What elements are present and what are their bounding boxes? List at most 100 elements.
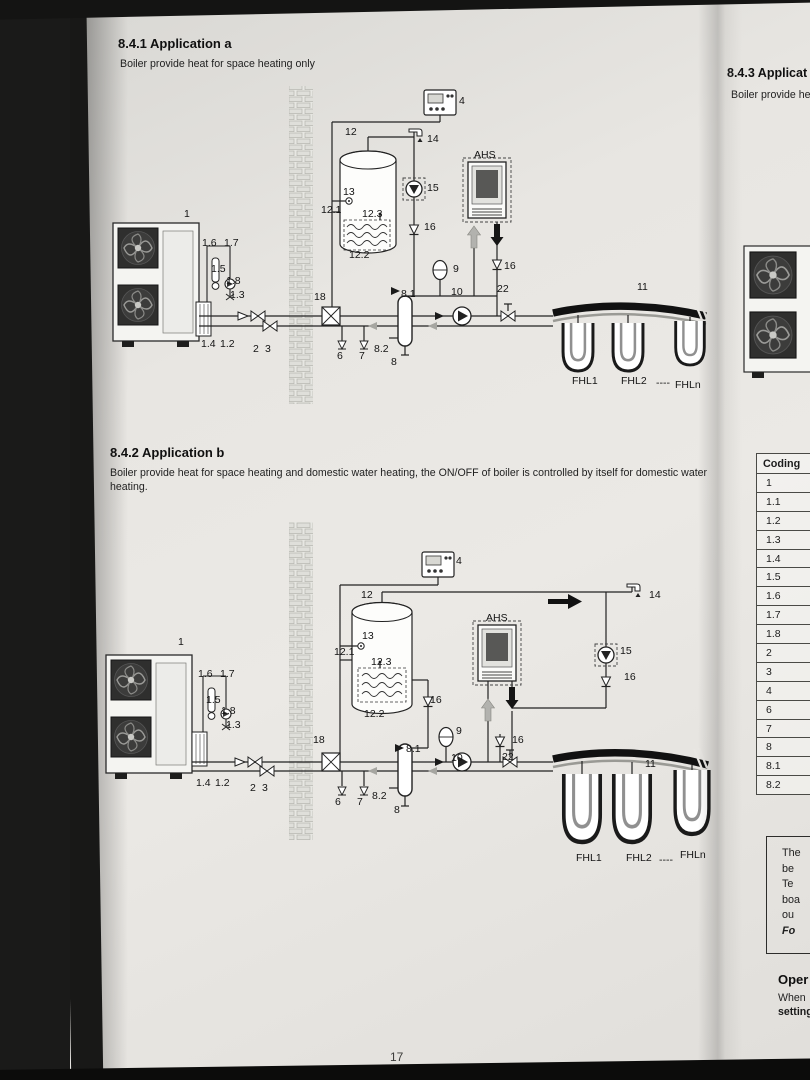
coding-table-cell: 7 xyxy=(756,718,810,739)
brick-wall-a xyxy=(289,86,313,404)
check-valve-16-b xyxy=(422,696,434,708)
hydraulic-separator-8-b xyxy=(397,743,413,797)
flow-arrow-b xyxy=(428,767,437,775)
coding-table-row: 1.6 xyxy=(756,586,810,607)
expansion-vessel-9-b xyxy=(438,726,454,748)
coding-table-cell: 1.7 xyxy=(756,605,810,626)
text-line: be xyxy=(782,862,795,875)
drain-valve-7-b xyxy=(359,786,369,796)
coding-table-cell: 1.3 xyxy=(756,529,810,550)
boiler-ahs-b xyxy=(472,620,522,748)
hydraulic-separator-8-a xyxy=(397,295,413,347)
page-number: 17 xyxy=(390,1050,404,1064)
coding-table-cell: 1.2 xyxy=(756,510,810,531)
flow-arrow-a xyxy=(435,312,444,320)
coding-table-cell: 4 xyxy=(756,680,810,701)
flow-arrow-a xyxy=(368,322,377,330)
pump-15-b xyxy=(597,646,615,664)
heat-pump-unit-a xyxy=(113,223,236,347)
coding-table-cell: 1.5 xyxy=(756,567,810,588)
filter-18-a xyxy=(321,306,341,326)
coding-table-row: 1.1 xyxy=(756,491,810,512)
coding-table-row: 1.3 xyxy=(756,529,810,550)
coding-table-cell: 1 xyxy=(756,473,810,493)
coding-table-cell: 8.1 xyxy=(756,756,810,777)
drain-valve-7-a xyxy=(359,340,369,350)
flow-arrow-a xyxy=(428,322,437,330)
text-line: Te xyxy=(782,878,794,890)
coding-table-cell: 1.8 xyxy=(756,624,810,645)
room-thermostat-b xyxy=(421,551,455,578)
manifold-11-b xyxy=(552,747,709,775)
coding-table-row: 8.2 xyxy=(756,775,810,796)
coding-table-row: 1.2 xyxy=(756,510,810,531)
coding-table-row: 1.8 xyxy=(756,624,810,645)
valve-2-a xyxy=(250,310,266,322)
text-line: Fo xyxy=(782,924,796,937)
brick-wall-b xyxy=(289,522,313,840)
operation-heading: Oper xyxy=(778,972,809,987)
manifold-11-a xyxy=(552,298,709,326)
section-a-heading: 8.4.1 Application a xyxy=(118,36,232,51)
check-valve-16-a xyxy=(408,224,420,236)
text-line: ou xyxy=(782,909,795,921)
coding-table-row: 6 xyxy=(756,699,810,720)
expansion-vessel-9-a xyxy=(432,259,448,281)
fhl-loops-b xyxy=(564,761,709,842)
flow-arrow-dhw-b xyxy=(548,594,582,609)
drain-valve-6-a xyxy=(337,340,347,350)
photo-left-shadow xyxy=(0,0,70,1080)
pump-15-a xyxy=(405,180,423,198)
coding-table-header: Coding xyxy=(756,453,810,474)
coding-table-row: 8.1 xyxy=(756,756,810,777)
operation-text-line: setting xyxy=(778,1006,810,1018)
valve-3-b xyxy=(259,765,275,777)
coding-table-row: 7 xyxy=(756,718,810,739)
coding-table-cell: 2 xyxy=(756,643,810,663)
text-line: boa xyxy=(782,893,801,906)
outdoor-unit-right-page xyxy=(743,245,810,378)
pump-10-b xyxy=(452,752,472,772)
pump-10-a xyxy=(452,306,472,326)
check-valve-16-b xyxy=(600,676,612,688)
text-line: The xyxy=(782,847,801,859)
section-b-heading: 8.4.2 Application b xyxy=(110,445,225,460)
coding-table-cell: 1.1 xyxy=(756,491,810,512)
coding-table-row: 2 xyxy=(756,643,810,663)
flow-switch-1-2-b xyxy=(234,757,247,767)
coding-table-cell: 1.4 xyxy=(756,548,810,569)
coding-table-row: 1.7 xyxy=(756,605,810,626)
section-a-description: Boiler provide heat for space heating on… xyxy=(120,58,315,70)
operation-text-line: When xyxy=(778,992,806,1004)
coding-table-row: 1 xyxy=(756,473,810,493)
application-a-diagram xyxy=(113,86,709,404)
section-843-heading: 8.4.3 Applicat xyxy=(727,66,808,80)
coding-table-cell: 6 xyxy=(756,699,810,720)
coding-table-cell: 1.6 xyxy=(756,586,810,607)
faucet-icon-b xyxy=(626,583,642,598)
flow-arrow-b xyxy=(435,758,444,766)
coding-table-row: 8 xyxy=(756,737,810,758)
section-843-description: Boiler provide hea xyxy=(731,89,810,101)
flow-switch-1-2-a xyxy=(237,311,250,321)
boiler-ahs-a xyxy=(462,157,512,271)
drain-valve-6-b xyxy=(337,786,347,796)
buffer-tank-b xyxy=(340,601,413,715)
faucet-icon-a xyxy=(408,128,424,143)
valve-22-a xyxy=(500,310,516,322)
valve-22-b xyxy=(502,756,518,768)
flow-arrow-8-1-a xyxy=(391,287,400,295)
coding-table-cell: 8.2 xyxy=(756,775,810,796)
page-gutter-shadow xyxy=(698,0,742,1080)
coding-table-row: 3 xyxy=(756,661,810,682)
coding-table-row: 1.4 xyxy=(756,548,810,569)
flow-arrow-b xyxy=(368,767,377,775)
coding-table-cell: 3 xyxy=(756,661,810,682)
coding-table-row: 1.5 xyxy=(756,567,810,588)
coding-table-row: 4 xyxy=(756,680,810,701)
application-b-diagram xyxy=(106,522,709,842)
filter-18-b xyxy=(321,752,341,772)
valve-3-a xyxy=(262,320,278,332)
